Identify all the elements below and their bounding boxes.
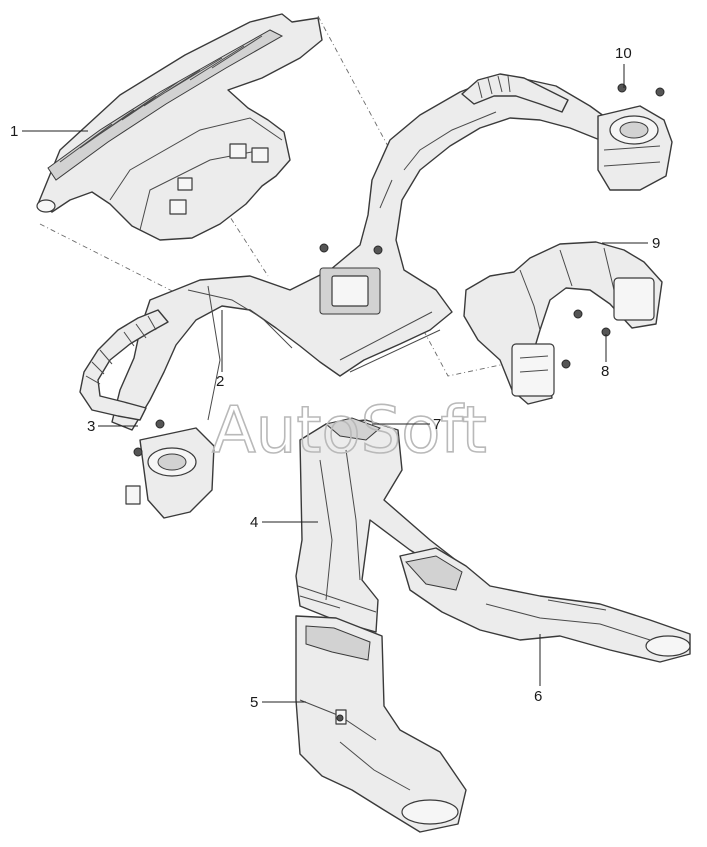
part-9-side-duct [463, 241, 663, 405]
part-5-floor-duct-left [295, 615, 467, 833]
callout-labels: 1 2 3 4 5 6 7 8 9 10 [10, 45, 660, 711]
callout-6: 6 [534, 688, 542, 705]
part-2-main-duct [79, 73, 673, 519]
leader-lines [22, 64, 648, 703]
fasteners [133, 83, 665, 722]
callout-8: 8 [601, 363, 609, 380]
watermark-text: AutoSoft [212, 394, 487, 468]
callout-1: 1 [10, 123, 18, 140]
callout-3: 3 [87, 418, 95, 435]
callout-7: 7 [433, 416, 441, 433]
part-6-floor-duct-right [399, 547, 691, 663]
assembly-dash-lines [39, 15, 506, 377]
callout-5: 5 [250, 694, 258, 711]
callout-10: 10 [615, 45, 632, 62]
callout-4: 4 [250, 514, 258, 531]
callout-9: 9 [652, 235, 660, 252]
part-1-upper-vent-duct [36, 13, 323, 241]
part-4-7-lower-center-duct [295, 417, 467, 633]
callout-2: 2 [216, 373, 224, 390]
